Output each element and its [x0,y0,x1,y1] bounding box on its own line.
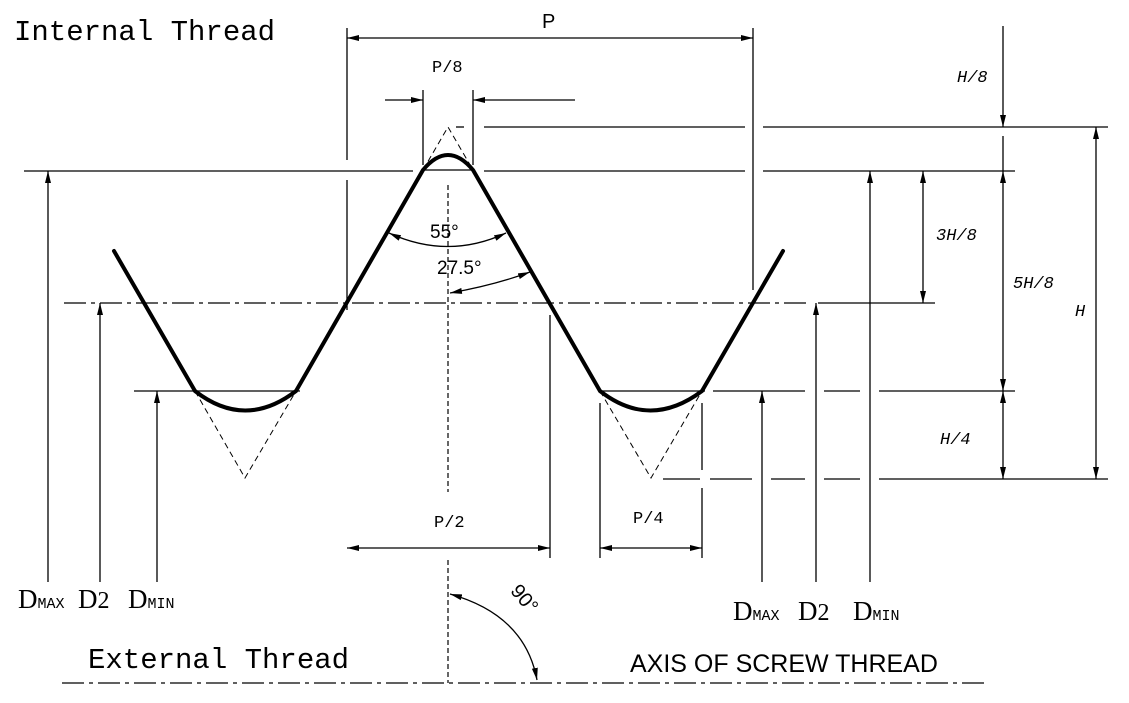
svg-text:DMAX: DMAX [18,584,65,614]
external-thread-title: External Thread [88,644,349,677]
svg-text:5H/8: 5H/8 [1013,275,1054,294]
perpendicular-angle-label: 90° [506,580,542,617]
pitch-dimension: P [346,11,754,310]
internal-thread-title: Internal Thread [14,16,275,49]
half-pitch-label: P/2 [434,514,465,533]
svg-text:DMIN: DMIN [128,584,175,614]
half-angle: 27.5° [437,258,531,294]
svg-text:H/4: H/4 [940,431,971,450]
svg-text:D2: D2 [798,596,830,626]
root-width-dimension: P/4 [599,403,703,558]
right-diameter-labels: DMAX D2 DMIN [733,596,900,626]
thread-angle: 55° [388,222,507,248]
svg-text:H/8: H/8 [957,69,988,88]
svg-text:DMIN: DMIN [853,596,900,626]
crest-flat-dimension: P/8 [385,59,575,165]
svg-text:DMAX: DMAX [733,596,780,626]
svg-text:3H/8: 3H/8 [936,227,977,246]
root-width-label: P/4 [633,510,664,529]
pitch-label: P [542,11,555,33]
left-diameter-labels: DMAX D2 DMIN [18,584,175,614]
half-angle-label: 27.5° [437,258,482,279]
axis-label: AXIS OF SCREW THREAD [630,650,938,678]
thread-profile [112,153,785,413]
svg-text:H: H [1075,303,1086,322]
left-diameter-arrows [45,171,160,582]
right-diameter-arrows [759,171,873,582]
crest-flat-label: P/8 [432,59,463,78]
height-dimensions: H/8 5H/8 3H/8 H H/4 [920,26,1099,479]
perpendicular-angle: 90° [449,580,542,681]
half-pitch-dimension: P/2 [347,315,551,558]
svg-text:D2: D2 [78,584,110,614]
thread-angle-label: 55° [430,222,459,243]
